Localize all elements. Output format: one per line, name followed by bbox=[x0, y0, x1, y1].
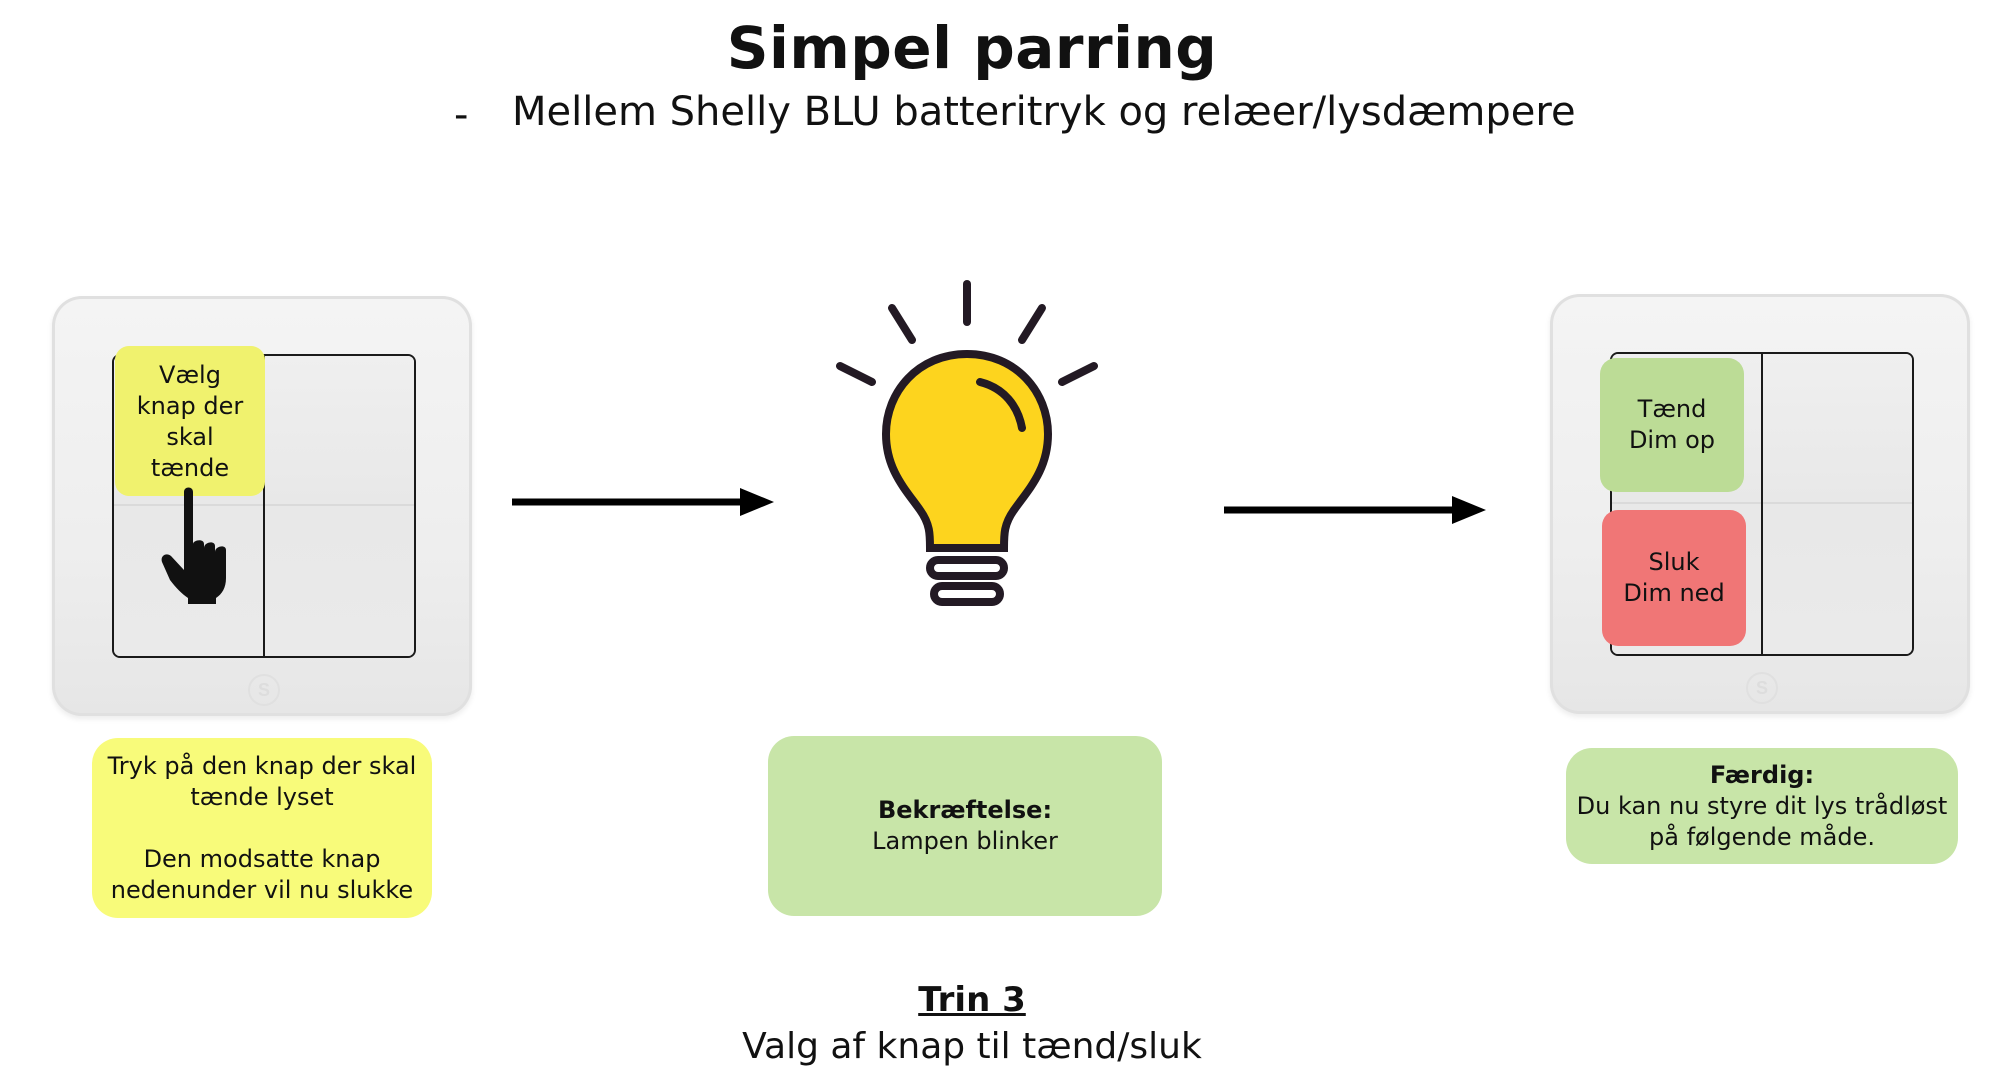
box-heading: Bekræftelse: bbox=[877, 796, 1053, 824]
left-plate-logo-icon: S bbox=[248, 674, 280, 706]
page-subtitle: Mellem Shelly BLU batteritryk og relæer/… bbox=[512, 89, 1576, 135]
box-line: Lampen blinker bbox=[872, 827, 1058, 855]
pointing-hand-icon bbox=[161, 487, 226, 604]
box-line: nedenunder vil nu slukke bbox=[110, 875, 414, 904]
step-title: Trin 3 bbox=[918, 980, 1026, 1020]
note-line: Tænd bbox=[1637, 395, 1707, 423]
box-line: på følgende måde. bbox=[1649, 822, 1875, 851]
left-switch-rocker-right bbox=[265, 356, 414, 656]
left-wall-switch: S bbox=[52, 296, 472, 716]
note-line: tænde bbox=[150, 454, 230, 482]
subtitle-bullet: - bbox=[454, 92, 469, 138]
page-title: Simpel parring bbox=[726, 14, 1218, 82]
step-description: Valg af knap til tænd/sluk bbox=[742, 1026, 1202, 1067]
right-switch-rocker-right bbox=[1763, 354, 1912, 654]
instruction-box: Tryk på den knap der skal tænde lyset De… bbox=[92, 738, 432, 918]
note-line: skal bbox=[166, 423, 214, 451]
left-choose-button-note: Vælg knap der skal tænde bbox=[115, 346, 265, 496]
confirmation-box: Bekræftelse: Lampen blinker bbox=[768, 736, 1162, 916]
note-line: Vælg bbox=[159, 361, 221, 389]
off-dim-down-note: Sluk Dim ned bbox=[1602, 510, 1746, 646]
note-line: Dim op bbox=[1628, 426, 1716, 454]
box-line: Tryk på den knap der skal bbox=[107, 751, 417, 780]
note-line: Sluk bbox=[1648, 548, 1700, 576]
box-line: Den modsatte knap bbox=[143, 844, 381, 873]
box-line: Du kan nu styre dit lys trådløst bbox=[1576, 791, 1948, 820]
note-line: Dim ned bbox=[1623, 579, 1725, 607]
light-bulb-icon bbox=[836, 280, 1098, 606]
done-box: Færdig: Du kan nu styre dit lys trådløst… bbox=[1566, 748, 1958, 864]
note-line: knap der bbox=[136, 392, 244, 420]
box-heading: Færdig: bbox=[1709, 760, 1815, 789]
on-dim-up-note: Tænd Dim op bbox=[1600, 358, 1744, 492]
box-line: tænde lyset bbox=[190, 782, 334, 811]
right-plate-logo-icon: S bbox=[1746, 672, 1778, 704]
right-wall-switch: S bbox=[1550, 294, 1970, 714]
left-switch-frame bbox=[112, 354, 416, 658]
arrow-right-icon bbox=[1224, 496, 1486, 524]
arrow-right-icon bbox=[512, 488, 774, 516]
